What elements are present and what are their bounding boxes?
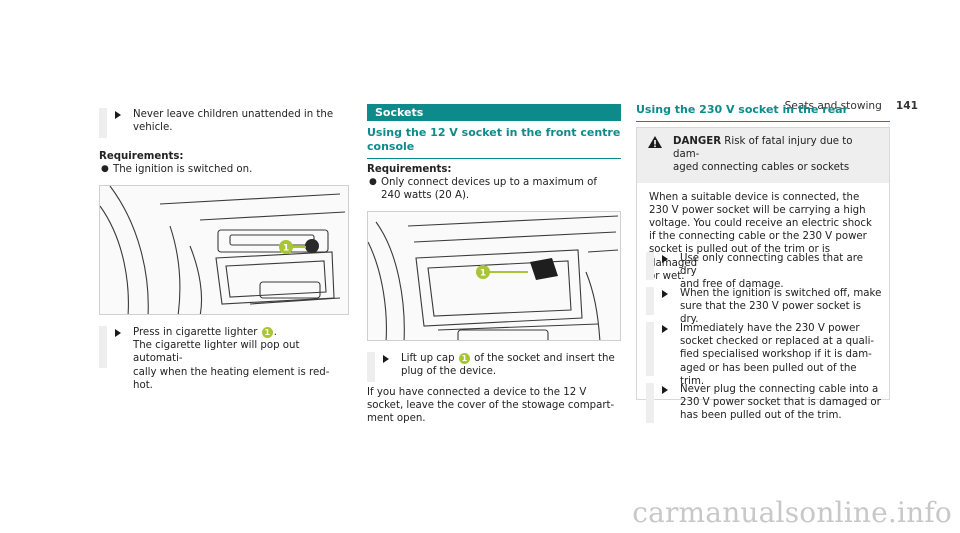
step-never-plug-damaged: Never plug the connecting cable into a 2… (646, 383, 882, 423)
requirements-block-1: Requirements: ● The ignition is switched… (99, 150, 349, 176)
danger-label: DANGER (673, 136, 722, 147)
page-number: 141 (895, 100, 918, 112)
cigarette-lighter-illustration: 1 (100, 186, 346, 314)
requirements-block-2: Requirements: ● Only connect devices up … (367, 163, 621, 203)
12v-socket-illustration: 1 (368, 215, 619, 340)
step-ignition-off-dry: When the ignition is switched off, make … (646, 287, 882, 325)
requirement-item: ● Only connect devices up to a maximum o… (369, 177, 597, 202)
danger-box: DANGER Risk of fatal injury due to dam- … (636, 127, 890, 400)
callout-1-label: 1 (283, 244, 289, 254)
step-arrow-icon (115, 111, 121, 119)
callout-1-icon: 1 (261, 326, 273, 338)
step-arrow-icon (662, 386, 668, 394)
step-use-dry-cables: Use only connecting cables that are dry … (646, 252, 882, 290)
section-title: Seats and stowing (784, 100, 882, 112)
danger-header: DANGER Risk of fatal injury due to dam- … (637, 128, 889, 183)
requirement-item: ● The ignition is switched on. (101, 164, 253, 176)
step-arrow-icon (662, 255, 668, 263)
step-arrow-icon (662, 290, 668, 298)
watermark: carmanualsonline.info (632, 496, 952, 529)
callout-1-icon: 1 (458, 352, 470, 364)
step-have-socket-checked: Immediately have the 230 V power socket … (646, 322, 882, 387)
step-arrow-icon (383, 355, 389, 363)
step-arrow-icon (115, 329, 121, 337)
paragraph-stowage-cover: If you have connected a device to the 12… (367, 387, 615, 425)
section-banner-sockets: Sockets (367, 104, 621, 121)
requirements-title: Requirements: (367, 164, 452, 175)
heading-230v-socket: Using the 230 V socket in the rear (636, 103, 890, 122)
step-lift-up-cap: Lift up cap 1 of the socket and insert t… (367, 352, 621, 382)
bullet-icon: ● (101, 164, 109, 175)
figure-12v-socket: 1 (367, 211, 621, 341)
step-press-cigarette-lighter: Press in cigarette lighter 1. The cigare… (99, 326, 349, 391)
step-arrow-icon (662, 325, 668, 333)
requirements-title: Requirements: (99, 151, 184, 162)
page-header: Seats and stowing 141 (785, 100, 918, 112)
figure-cigarette-lighter: 1 (99, 185, 349, 315)
subheading-12v-socket: Using the 12 V socket in the front centr… (367, 126, 621, 159)
warning-triangle-icon (647, 135, 673, 175)
callout-1-label: 1 (480, 269, 486, 279)
step-never-leave-children: Never leave children unattended in the v… (99, 108, 349, 138)
danger-paragraph: When a suitable device is connected, the… (649, 191, 872, 282)
bullet-icon: ● (369, 177, 377, 188)
